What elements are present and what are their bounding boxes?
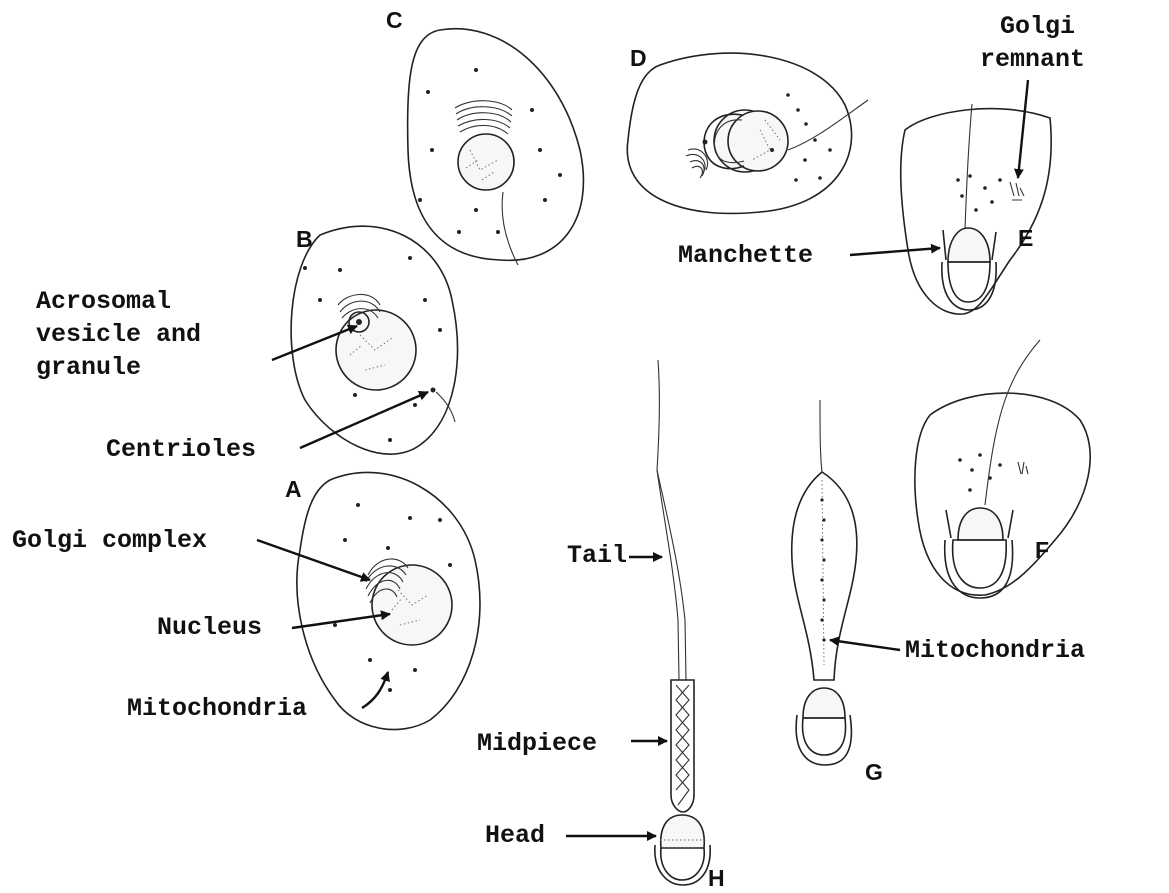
stage-g-label: G: [865, 759, 883, 785]
label-manchette: Manchette: [678, 241, 940, 270]
mitochondria-a-label: Mitochondria: [127, 694, 307, 723]
cell-f: F: [915, 340, 1090, 598]
label-golgi-complex: Golgi complex: [12, 526, 370, 580]
head-label: Head: [485, 821, 545, 850]
acrosomal-label-line2: vesicle and: [36, 320, 201, 349]
tail-label: Tail: [567, 541, 627, 570]
stage-e-label: E: [1018, 225, 1033, 251]
stage-f-label: F: [1035, 537, 1049, 563]
stage-a-label: A: [285, 476, 302, 502]
centrioles-arrow: [300, 392, 428, 448]
manchette-label: Manchette: [678, 241, 813, 270]
golgi-complex-label: Golgi complex: [12, 526, 207, 555]
cell-g: G: [792, 400, 883, 785]
cell-d: D: [627, 45, 868, 213]
nucleus-f: [958, 508, 1003, 540]
label-midpiece: Midpiece: [477, 729, 667, 758]
golgi-d: [686, 149, 708, 178]
cell-a: A: [285, 472, 480, 729]
nucleus-label: Nucleus: [157, 613, 262, 642]
label-nucleus: Nucleus: [157, 613, 390, 642]
label-mitochondria-g: Mitochondria: [830, 636, 1085, 665]
cell-c: C: [386, 7, 583, 265]
mitochondria-g-arrow: [830, 640, 900, 650]
midpiece-h: [671, 680, 694, 812]
nucleus-b: [336, 310, 416, 390]
stage-d-label: D: [630, 45, 647, 71]
midpiece-label: Midpiece: [477, 729, 597, 758]
golgi-remnant-label-line1: Golgi: [1000, 12, 1075, 41]
golgi-complex-c: [455, 101, 512, 134]
golgi-complex-arrow: [257, 540, 370, 580]
stage-b-label: B: [296, 226, 313, 252]
golgi-remnant-label-line2: remnant: [980, 45, 1085, 74]
cell-e: E: [901, 104, 1051, 314]
nucleus-c: [458, 134, 514, 190]
nucleus-g: [803, 688, 845, 718]
label-head: Head: [485, 821, 656, 850]
cell-b: B: [291, 226, 457, 454]
label-acrosomal: Acrosomal vesicle and granule: [36, 287, 357, 382]
acrosomal-label-line1: Acrosomal: [36, 287, 171, 316]
manchette-arrow: [850, 248, 940, 255]
label-golgi-remnant: Golgi remnant: [980, 12, 1085, 178]
head-h: [661, 815, 705, 848]
golgi-remnant-e: [1010, 182, 1024, 200]
centrioles-label: Centrioles: [106, 435, 256, 464]
stage-c-label: C: [386, 7, 403, 33]
stage-h-label: H: [708, 865, 725, 888]
golgi-remnant-arrow: [1018, 80, 1028, 178]
mitochondria-a-arrow: [362, 672, 388, 708]
nucleus-e: [948, 228, 990, 262]
acrosomal-label-line3: granule: [36, 353, 141, 382]
mitochondria-g-label: Mitochondria: [905, 636, 1085, 665]
label-tail: Tail: [567, 541, 662, 570]
cell-h: H: [655, 360, 725, 888]
